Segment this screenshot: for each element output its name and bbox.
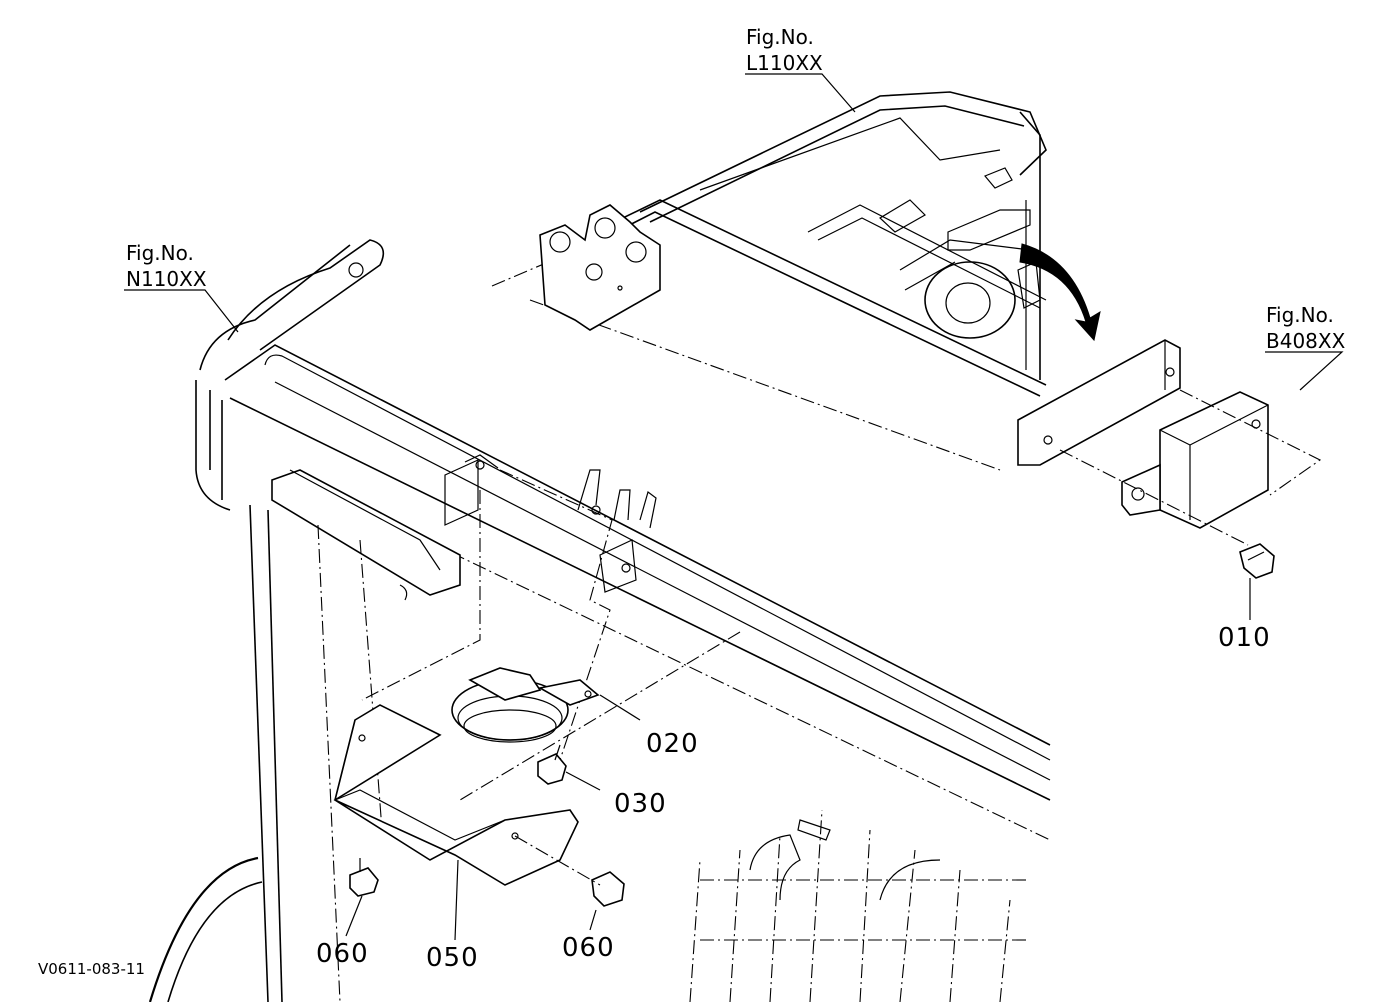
part-number-010: 010 (1218, 623, 1271, 653)
rear-grille (689, 809, 1030, 1002)
fig-ref-n-code: N110XX (126, 267, 207, 291)
drawing-code: V0611-083-11 (38, 960, 145, 978)
fig-ref-n-line1: Fig.No. (126, 241, 194, 265)
upper-frame (491, 91, 1101, 471)
main-beam (148, 239, 1051, 1002)
part-number-050: 050 (426, 943, 479, 973)
fig-ref-b-code: B408XX (1266, 329, 1346, 353)
part-number-060-left: 060 (316, 939, 369, 969)
fig-ref-b-line1: Fig.No. (1266, 303, 1334, 327)
part-number-060-right: 060 (562, 933, 615, 963)
part-number-030: 030 (614, 789, 667, 819)
leader-lines (124, 73, 1344, 391)
fig-ref-l-code: L110XX (746, 51, 823, 75)
fig-ref-l-line1: Fig.No. (746, 25, 814, 49)
horn-assembly (333, 469, 741, 941)
module-bracket (1017, 339, 1322, 620)
part-number-020: 020 (646, 729, 699, 759)
